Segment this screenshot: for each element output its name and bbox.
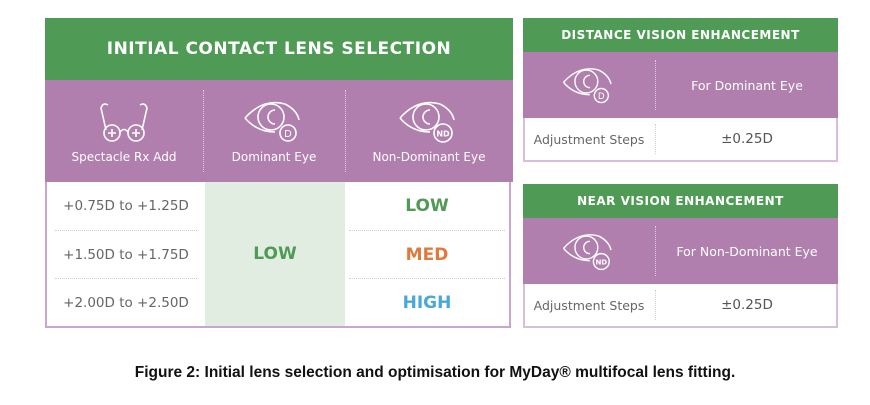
- adjustment-value: ±0.25D: [655, 124, 838, 154]
- adjustment-label: Adjustment Steps: [533, 131, 645, 147]
- eye-badge-text: D: [598, 92, 605, 102]
- table-title: INITIAL CONTACT LENS SELECTION: [45, 18, 513, 80]
- add-range-cell: +1.50D to +1.75D: [55, 230, 197, 278]
- eye-badge-text: ND: [436, 130, 450, 139]
- eye-dominant-icon: D: [244, 101, 300, 142]
- column-header-dominant-eye: D Dominant Eye: [203, 80, 345, 182]
- add-range-cell: +0.75D to +1.25D: [63, 198, 189, 214]
- non-dominant-value: LOW: [405, 196, 449, 216]
- table-body: LOW +0.75D to +1.25D LOW +1.50D to +1.75…: [47, 182, 509, 326]
- eye-badge-text: D: [284, 129, 292, 140]
- panel-title: NEAR VISION ENHANCEMENT: [523, 184, 838, 218]
- panel-target: For Non-Dominant Eye: [655, 226, 838, 276]
- eye-non-dominant-icon: ND: [562, 234, 612, 271]
- column-label: Non-Dominant Eye: [372, 150, 486, 164]
- non-dominant-value: HIGH: [349, 278, 505, 326]
- adjustment-row: Adjustment Steps ±0.25D: [523, 284, 838, 326]
- panel-header: ND For Non-Dominant Eye: [523, 218, 838, 284]
- column-label: Dominant Eye: [231, 150, 317, 164]
- non-dominant-value: MED: [349, 230, 505, 278]
- column-label: Spectacle Rx Add: [71, 150, 177, 164]
- near-vision-panel: NEAR VISION ENHANCEMENT ND For Non-Domin…: [523, 184, 838, 328]
- adjustment-label: Adjustment Steps: [533, 297, 645, 313]
- dominant-eye-value: LOW: [205, 182, 345, 326]
- adjustment-value: ±0.25D: [655, 290, 838, 320]
- eye-badge-text: ND: [595, 258, 607, 267]
- distance-vision-panel: DISTANCE VISION ENHANCEMENT D For Domina…: [523, 18, 838, 162]
- add-range-cell: +2.00D to +2.50D: [55, 278, 197, 326]
- panel-title: DISTANCE VISION ENHANCEMENT: [523, 18, 838, 52]
- panel-target: For Dominant Eye: [655, 60, 838, 110]
- column-header-spectacle-add: Spectacle Rx Add: [45, 80, 203, 182]
- initial-lens-selection-table: INITIAL CONTACT LENS SELECTION Spectacle…: [45, 18, 513, 328]
- adjustment-row: Adjustment Steps ±0.25D: [523, 118, 838, 160]
- glasses-icon: [100, 103, 148, 142]
- panel-header: D For Dominant Eye: [523, 52, 838, 118]
- eye-non-dominant-icon: ND: [399, 101, 455, 143]
- figure-caption: Figure 2: Initial lens selection and opt…: [134, 364, 736, 381]
- table-header: Spectacle Rx Add D Dominant Eye: [45, 80, 513, 182]
- column-header-non-dominant-eye: ND Non-Dominant Eye: [345, 80, 513, 182]
- eye-dominant-icon: D: [562, 68, 612, 104]
